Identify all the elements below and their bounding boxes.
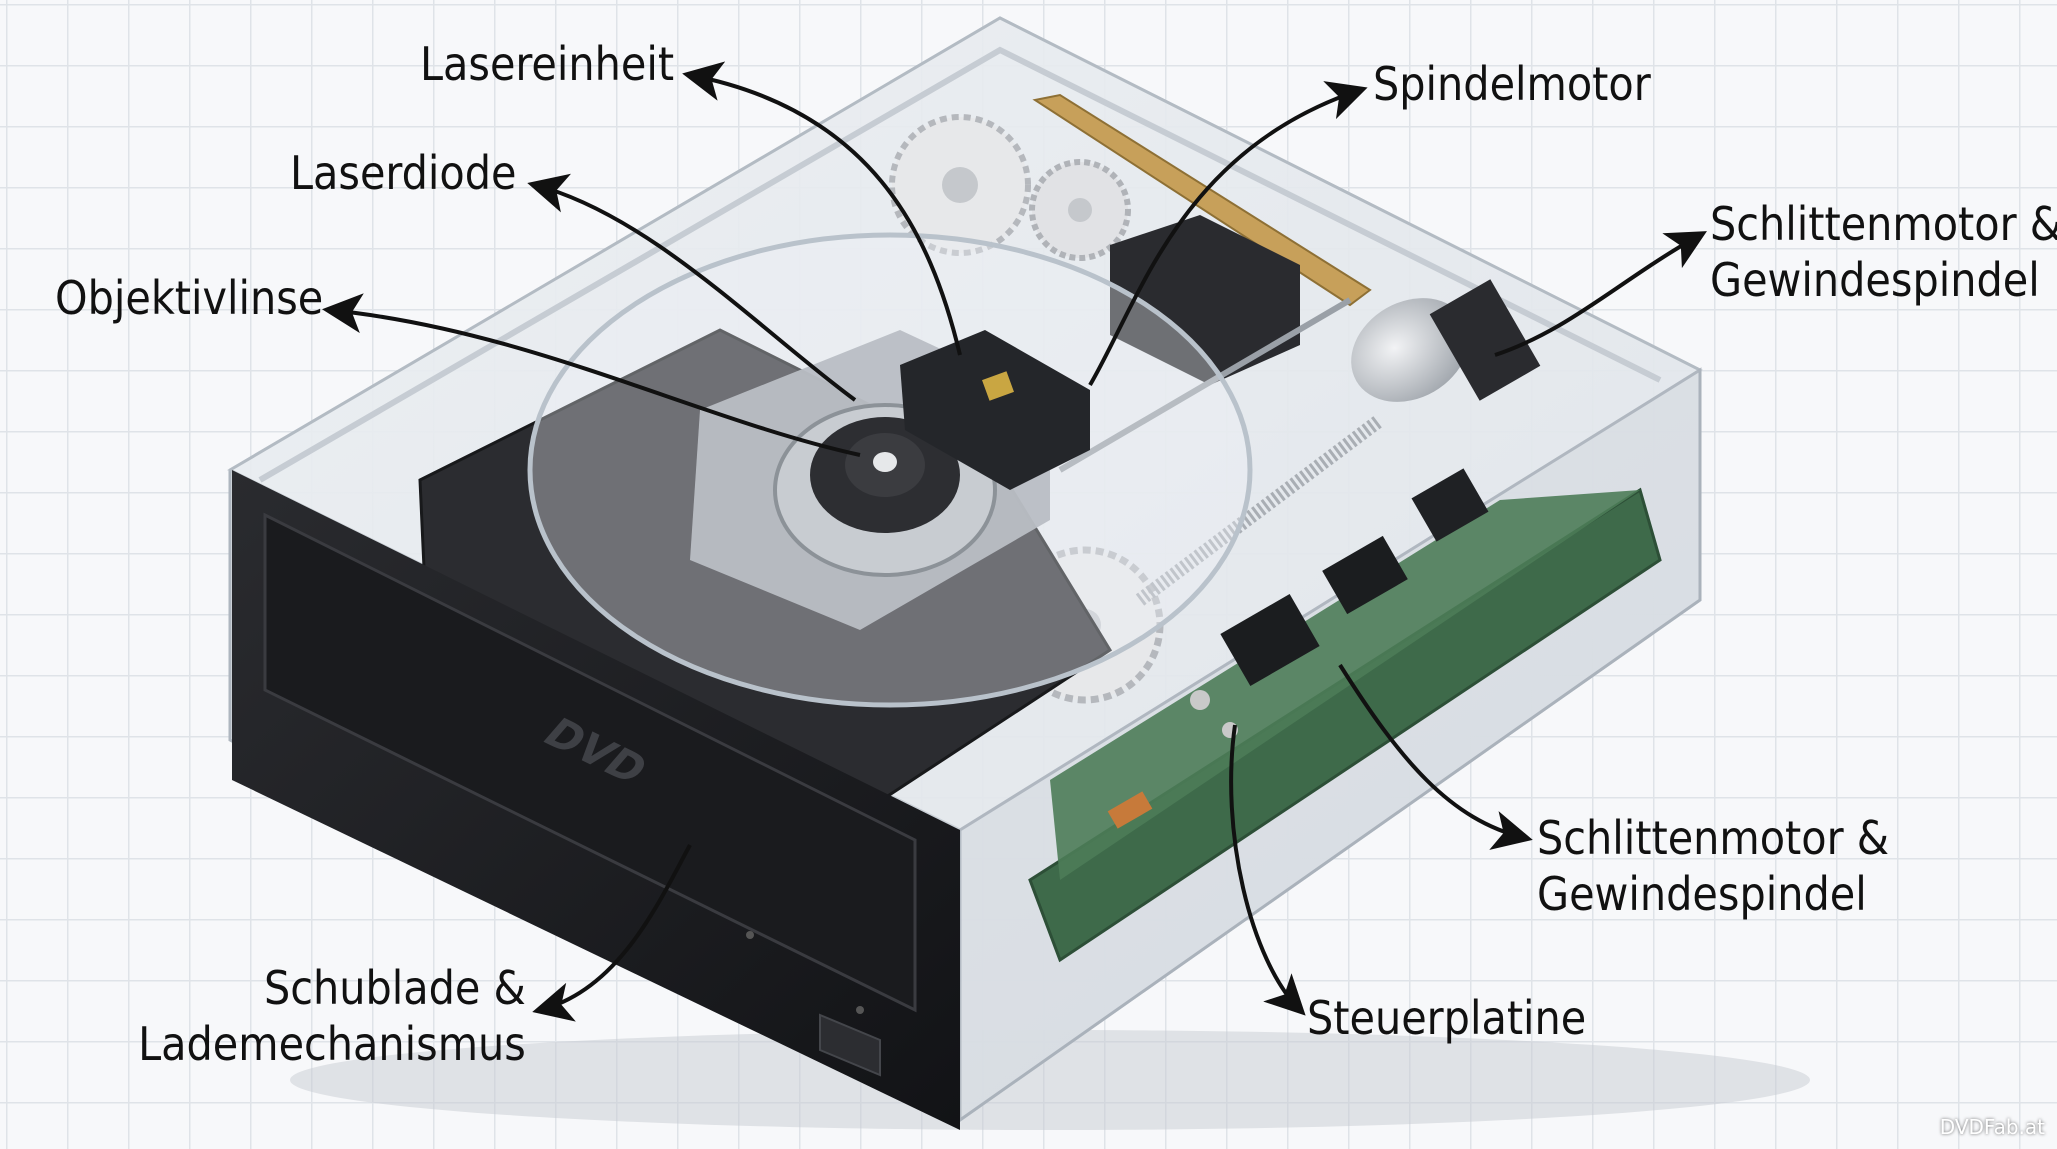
label-schublade: Schublade & Lademechanismus xyxy=(137,960,526,1072)
arrow-schlittenmotor-top xyxy=(1494,231,1707,357)
label-schublade-line2: Lademechanismus xyxy=(138,1017,526,1071)
arrow-laserdiode xyxy=(527,173,857,402)
label-schlittenmotor-mid-line1: Schlittenmotor & xyxy=(1537,811,1889,865)
label-schlittenmotor-top: Schlittenmotor & Gewindespindel xyxy=(1710,196,2057,308)
arrow-schlittenmotor-mid xyxy=(1338,663,1533,850)
label-schublade-line1: Schublade & xyxy=(264,961,526,1015)
label-spindelmotor: Spindelmotor xyxy=(1373,57,1651,111)
watermark: DVDFab.at xyxy=(1939,1115,2045,1139)
label-schlittenmotor-mid: Schlittenmotor & Gewindespindel xyxy=(1537,810,1889,922)
annotation-arrows xyxy=(322,61,1707,1022)
label-lasereinheit: Lasereinheit xyxy=(420,37,675,91)
arrow-lasereinheit xyxy=(682,61,962,356)
drive-shadow xyxy=(290,1030,1810,1130)
label-objektivlinse: Objektivlinse xyxy=(55,271,324,325)
rear-connector-strip xyxy=(1032,93,1372,307)
label-schlittenmotor-top-line2: Gewindespindel xyxy=(1710,253,2040,307)
arrow-spindelmotor xyxy=(1088,81,1368,387)
laser-unit xyxy=(900,330,1090,490)
sled-motor xyxy=(1058,279,1541,606)
label-steuerplatine: Steuerplatine xyxy=(1307,991,1587,1045)
arrow-schublade xyxy=(532,844,692,1022)
front-bezel: DVD xyxy=(232,470,960,1130)
arrow-steuerplatine xyxy=(1229,724,1306,1016)
control-board xyxy=(1028,468,1662,963)
arrow-objektivlinse xyxy=(322,293,861,457)
label-schlittenmotor-mid-line2: Gewindespindel xyxy=(1537,867,1867,921)
label-schlittenmotor-top-line1: Schlittenmotor & xyxy=(1710,197,2057,251)
label-laserdiode: Laserdiode xyxy=(290,146,517,200)
